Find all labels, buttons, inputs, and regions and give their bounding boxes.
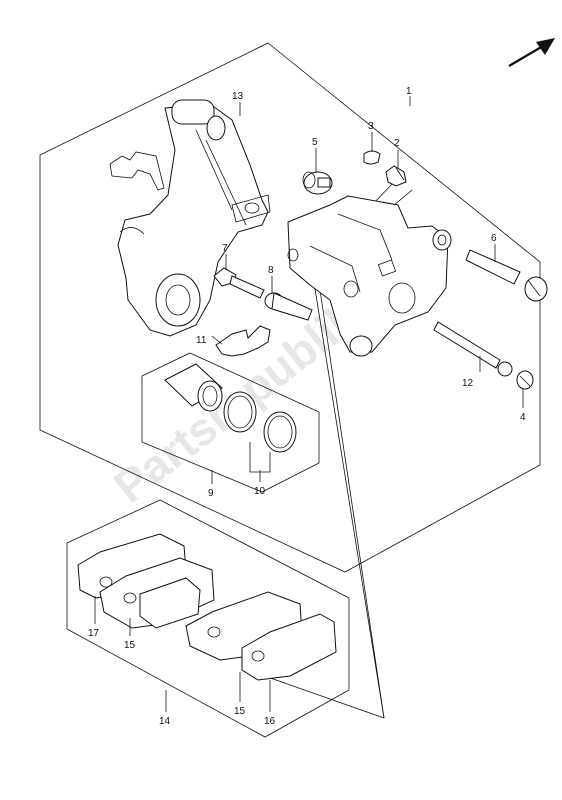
callout-8: 8 — [268, 265, 274, 276]
caliper-assembly-frame — [39, 42, 541, 573]
callout-12: 12 — [462, 378, 474, 389]
callout-9: 9 — [208, 488, 214, 499]
pad-spring — [215, 325, 271, 357]
callout-11: 11 — [196, 335, 207, 346]
piston — [164, 363, 223, 412]
callout-2: 2 — [394, 138, 400, 149]
piston-seals — [223, 391, 297, 453]
callout-7: 7 — [222, 243, 228, 254]
callout-16: 16 — [264, 716, 276, 727]
pad-shim-right — [241, 613, 337, 681]
callout-1: 1 — [406, 86, 412, 97]
callout-6: 6 — [491, 233, 497, 244]
front-direction-arrow-icon — [508, 38, 555, 67]
shim-hole — [99, 576, 113, 588]
slide-pin-cap — [516, 370, 534, 390]
callout-4: 4 — [520, 412, 526, 423]
caliper-body — [287, 195, 452, 357]
pad-set-frame — [66, 499, 350, 738]
callout-13: 13 — [232, 91, 244, 102]
boot — [302, 171, 333, 195]
pin-small — [213, 267, 265, 299]
piston-kit-frame — [141, 352, 320, 493]
seal-bracket — [249, 442, 271, 473]
callout-5: 5 — [312, 137, 318, 148]
bracket-clip — [109, 151, 165, 191]
callout-15-right: 15 — [234, 706, 246, 717]
callout-10: 10 — [254, 486, 266, 497]
callout-leaders — [94, 96, 524, 712]
callout-14: 14 — [159, 716, 171, 727]
caliper-bracket — [117, 99, 271, 337]
bleeder-valve — [385, 165, 407, 187]
brake-pad-left — [99, 557, 215, 629]
callout-3: 3 — [368, 121, 374, 132]
slide-pin-short — [264, 292, 313, 321]
callout-15-left: 15 — [124, 640, 136, 651]
slide-pin-lower — [433, 321, 513, 377]
slide-pin-upper — [465, 249, 548, 302]
bleeder-cap — [363, 150, 381, 165]
callout-17: 17 — [88, 628, 100, 639]
